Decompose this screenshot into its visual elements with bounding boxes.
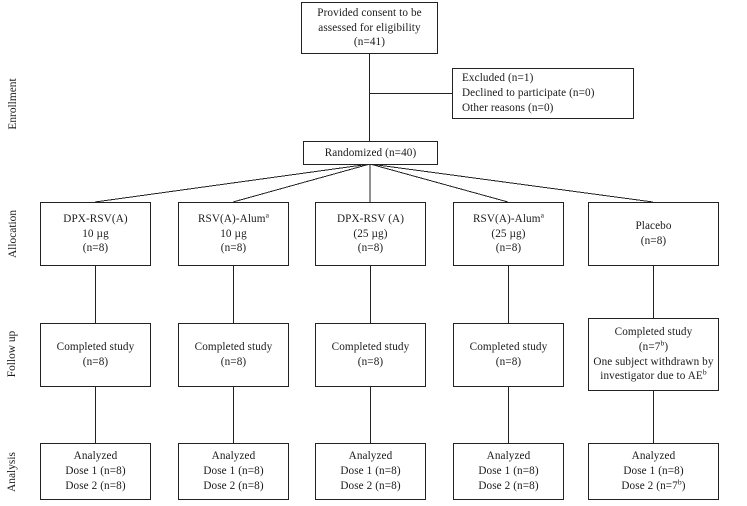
footnote-marker-b: b bbox=[702, 367, 707, 377]
allocation-line-1: RSV(A)-Aluma bbox=[472, 210, 545, 225]
analysis-line-1: Analyzed bbox=[211, 450, 256, 463]
allocation-line-3: (n=8) bbox=[220, 242, 247, 255]
allocation-line-2: 10 µg bbox=[220, 227, 247, 240]
analysis-box-1: Analyzed Dose 1 (n=8) Dose 2 (n=8) bbox=[40, 443, 151, 500]
followup-line-2: (n=7b) bbox=[638, 337, 669, 353]
allocation-line-1: DPX-RSV (A) bbox=[336, 212, 405, 225]
consent-line-1: Provided consent to be bbox=[317, 6, 422, 19]
edge-randomized-to-alloc-5 bbox=[369, 163, 654, 203]
followup-line-1: Completed study bbox=[469, 341, 548, 354]
followup-box-5: Completed study (n=7b) One subject withd… bbox=[588, 318, 719, 391]
stage-label-followup: Follow up bbox=[6, 330, 18, 378]
analysis-box-5: Analyzed Dose 1 (n=8) Dose 2 (n=7b) bbox=[588, 443, 719, 500]
edge-randomized-to-alloc-2 bbox=[232, 163, 371, 203]
consent-line-3: (n=41) bbox=[353, 36, 386, 49]
analysis-line-1: Analyzed bbox=[73, 450, 118, 463]
followup-box-3: Completed study (n=8) bbox=[315, 323, 426, 387]
analysis-line-1: Analyzed bbox=[348, 450, 393, 463]
followup-line-1: Completed study bbox=[331, 341, 410, 354]
allocation-line-1: Placebo bbox=[635, 220, 672, 233]
analysis-line-3: Dose 2 (n=8) bbox=[65, 479, 126, 492]
analysis-line-2: Dose 1 (n=8) bbox=[478, 465, 539, 478]
analysis-line-1: Analyzed bbox=[486, 450, 531, 463]
edge-randomized-to-alloc-4 bbox=[369, 163, 509, 203]
consent-line-2: assessed for eligibility bbox=[318, 21, 421, 34]
allocation-box-dpx-rsv-a-25: DPX-RSV (A) (25 µg) (n=8) bbox=[315, 202, 426, 266]
followup-line-1: Completed study bbox=[56, 341, 135, 354]
analysis-line-3: Dose 2 (n=8) bbox=[203, 479, 264, 492]
stage-label-allocation: Allocation bbox=[7, 209, 19, 259]
followup-line-1: Completed study bbox=[614, 325, 693, 338]
randomized-box: Randomized (n=40) bbox=[303, 141, 438, 165]
analysis-line-3: Dose 2 (n=8) bbox=[340, 479, 401, 492]
consent-box: Provided consent to be assessed for elig… bbox=[301, 2, 438, 54]
followup-line-2: (n=8) bbox=[220, 356, 247, 368]
analysis-line-3: Dose 2 (n=7b) bbox=[621, 477, 686, 492]
allocation-box-dpx-rsv-a-10: DPX-RSV(A) 10 µg (n=8) bbox=[40, 202, 151, 266]
allocation-line-3: (n=8) bbox=[82, 242, 109, 255]
followup-box-2: Completed study (n=8) bbox=[178, 323, 289, 387]
followup-line-2: (n=8) bbox=[82, 356, 109, 368]
excluded-line-3: Other reasons (n=0) bbox=[462, 101, 554, 114]
allocation-box-rsv-a-alum-10: RSV(A)-Aluma 10 µg (n=8) bbox=[178, 202, 289, 266]
followup-box-4: Completed study (n=8) bbox=[453, 323, 564, 387]
followup-line-1: Completed study bbox=[194, 341, 273, 354]
footnote-marker-a: a bbox=[265, 210, 270, 220]
followup-line-2: (n=8) bbox=[495, 356, 522, 368]
analysis-line-2: Dose 1 (n=8) bbox=[203, 465, 264, 478]
footnote-marker-a: a bbox=[540, 210, 545, 220]
followup-line-4: investigator due to AEb bbox=[600, 367, 707, 383]
analysis-box-3: Analyzed Dose 1 (n=8) Dose 2 (n=8) bbox=[315, 443, 426, 500]
followup-line-3: One subject withdrawn by bbox=[593, 355, 714, 368]
allocation-line-2: (25 µg) bbox=[491, 227, 526, 240]
allocation-line-1: RSV(A)-Aluma bbox=[197, 210, 270, 225]
footnote-marker-b: b bbox=[660, 337, 665, 347]
excluded-line-1: Excluded (n=1) bbox=[462, 72, 534, 85]
analysis-box-2: Analyzed Dose 1 (n=8) Dose 2 (n=8) bbox=[178, 443, 289, 500]
edge-randomized-to-alloc-1 bbox=[94, 163, 371, 203]
allocation-line-2: (n=8) bbox=[640, 235, 667, 247]
allocation-line-3: (n=8) bbox=[357, 242, 384, 255]
footnote-marker-b: b bbox=[677, 477, 682, 487]
allocation-line-1: DPX-RSV(A) bbox=[63, 212, 128, 225]
analysis-line-1: Analyzed bbox=[631, 450, 676, 463]
allocation-box-placebo: Placebo (n=8) bbox=[588, 202, 719, 266]
analysis-line-2: Dose 1 (n=8) bbox=[340, 465, 401, 478]
allocation-line-2: (25 µg) bbox=[353, 227, 388, 240]
allocation-box-rsv-a-alum-25: RSV(A)-Aluma (25 µg) (n=8) bbox=[453, 202, 564, 266]
analysis-line-2: Dose 1 (n=8) bbox=[65, 465, 126, 478]
excluded-box: Excluded (n=1) Declined to participate (… bbox=[452, 68, 634, 119]
analysis-line-3: Dose 2 (n=8) bbox=[478, 479, 539, 492]
followup-line-2: (n=8) bbox=[357, 356, 384, 368]
stage-label-enrollment: Enrollment bbox=[7, 78, 19, 130]
excluded-line-2: Declined to participate (n=0) bbox=[462, 87, 595, 100]
analysis-line-2: Dose 1 (n=8) bbox=[623, 465, 684, 478]
followup-box-1: Completed study (n=8) bbox=[40, 323, 151, 387]
stage-label-analysis: Analysis bbox=[6, 452, 18, 492]
randomized-line-1: Randomized (n=40) bbox=[324, 146, 417, 159]
allocation-line-3: (n=8) bbox=[495, 242, 522, 255]
allocation-line-2: 10 µg bbox=[82, 227, 109, 240]
analysis-box-4: Analyzed Dose 1 (n=8) Dose 2 (n=8) bbox=[453, 443, 564, 500]
